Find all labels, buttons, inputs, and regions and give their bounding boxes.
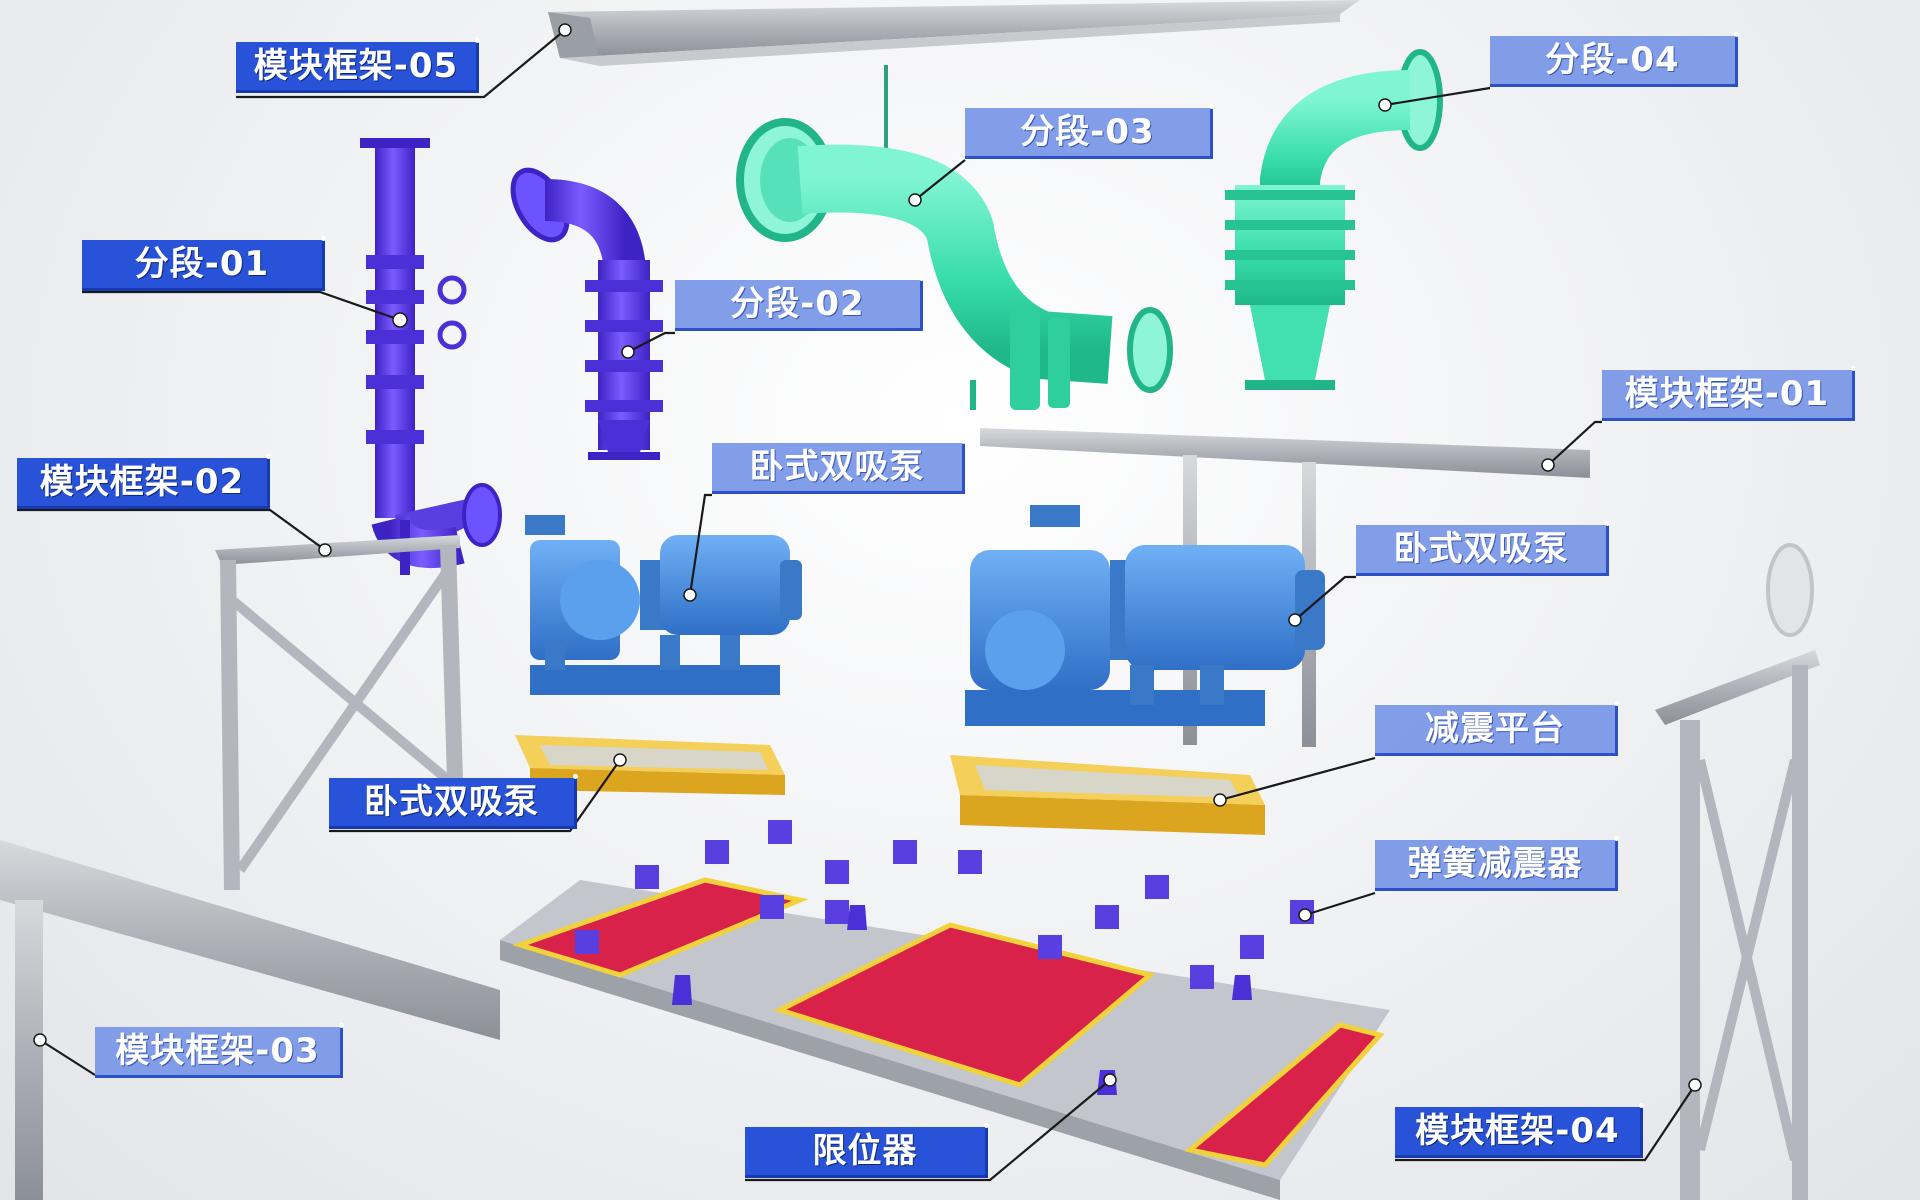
leader-lines: [17, 29, 1696, 1182]
leader-endpoints: [33, 23, 1702, 1092]
label-module-frame-04: 模块框架-04: [1395, 1103, 1644, 1158]
label-module-frame-03: 模块框架-03: [95, 1023, 344, 1078]
label-damping-platform: 减震平台: [1375, 701, 1619, 756]
pipe-segment-01: [360, 138, 502, 575]
pipe-segment-04: [1225, 49, 1443, 390]
horizontal-double-suction-pump-left: [525, 515, 802, 695]
label-spring-isolator: 弹簧减震器: [1375, 836, 1619, 891]
module-frame-05: [548, 0, 1360, 66]
pipe-segment-02: [510, 167, 663, 460]
vibration-damping-platform-left: [515, 735, 785, 795]
label-limit-stop: 限位器: [745, 1123, 989, 1178]
module-frame-04: [1655, 543, 1820, 1200]
label-pump-right: 卧式双吸泵: [1356, 521, 1610, 576]
label-module-frame-02: 模块框架-02: [17, 454, 271, 509]
module-frame-03: [0, 840, 500, 1200]
label-segment-03: 分段-03: [965, 104, 1214, 159]
label-pump-lower: 卧式双吸泵: [329, 774, 578, 829]
label-segment-02: 分段-02: [675, 276, 924, 331]
label-segment-04: 分段-04: [1490, 32, 1739, 87]
module-frame-02: [215, 535, 463, 891]
label-module-frame-01: 模块框架-01: [1602, 366, 1856, 421]
label-pump-upper: 卧式双吸泵: [712, 439, 966, 494]
horizontal-double-suction-pump-right: [965, 505, 1325, 726]
vibration-damping-platform-right: [950, 755, 1265, 835]
label-segment-01: 分段-01: [82, 236, 326, 291]
pipe-segment-03: [736, 65, 1173, 410]
label-module-frame-05: 模块框架-05: [236, 38, 480, 93]
